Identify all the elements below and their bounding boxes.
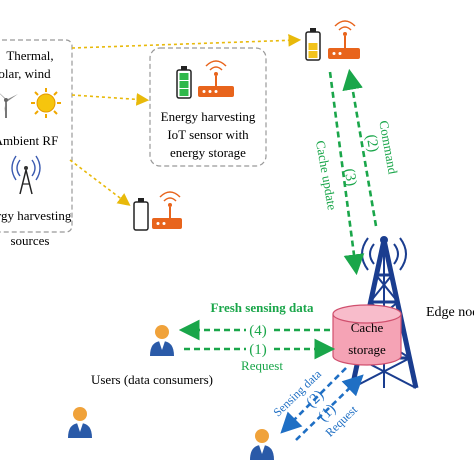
sensor-line3: energy storage (170, 145, 246, 160)
sources-ambient: Ambient RF (0, 133, 58, 148)
sensing-data-arrow (280, 367, 347, 434)
command-step: (2) (363, 133, 382, 153)
sensor-line1: Energy harvesting (161, 109, 256, 124)
fresh-step-bg (246, 322, 270, 338)
sources-line2: solar, wind (0, 66, 51, 81)
wind-turbine-icon (0, 93, 18, 118)
cache-label-line1: Cache (351, 320, 384, 335)
sources-line1: Thermal, (6, 48, 53, 63)
sources-caption1: Energy harvesting (0, 208, 72, 223)
user-icon-3 (250, 429, 274, 460)
users-label: Users (data consumers) (91, 372, 213, 387)
cache-update-arrow (328, 71, 365, 276)
sensor-router-top-icon (328, 20, 360, 59)
energy-arrows (69, 33, 302, 206)
cache-update-label: Cache update (313, 139, 340, 211)
sensor-router-icon (198, 60, 234, 97)
sun-icon (31, 88, 61, 118)
user-icon-2 (68, 407, 92, 438)
battery-half-icon (305, 28, 321, 61)
request-label: Request (241, 358, 283, 373)
cache-update-step: (3) (341, 167, 360, 187)
edge-node-label: Edge node (426, 305, 474, 320)
cache-label-line2: storage (348, 342, 386, 357)
fresh-data-label: Fresh sensing data (210, 300, 314, 315)
request-step: (1) (249, 342, 267, 358)
request2-arrow (295, 374, 364, 441)
sensor-router-bottom-icon (152, 191, 182, 229)
sources-caption2: sources (11, 233, 50, 248)
rf-antenna-icon (11, 155, 41, 195)
battery-full-icon (176, 66, 192, 99)
sensor-line2: IoT sensor with (167, 127, 249, 142)
battery-empty-icon (133, 198, 149, 231)
command-arrow (342, 68, 378, 227)
request-step-bg (246, 341, 270, 357)
sensor-box (149, 47, 267, 167)
fresh-step: (4) (249, 323, 267, 339)
user-icon-1 (150, 325, 174, 356)
cache-storage-icon (332, 304, 402, 366)
energy-sources-box (0, 39, 73, 233)
